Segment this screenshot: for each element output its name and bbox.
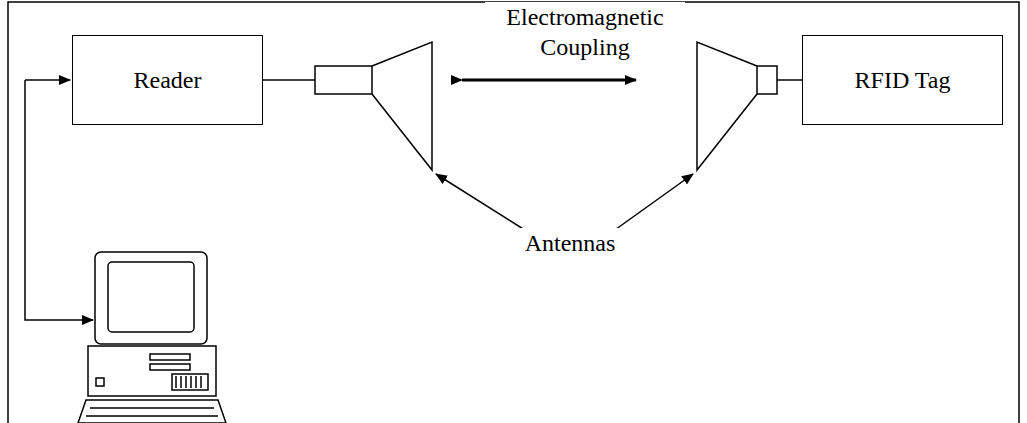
leader-line bbox=[436, 174, 528, 232]
tag-box: RFID Tag bbox=[802, 35, 1003, 125]
coupling-arrow bbox=[462, 79, 636, 82]
outer-frame bbox=[8, 2, 1019, 423]
box-label: Reader bbox=[134, 66, 202, 94]
reader-antenna bbox=[263, 42, 432, 170]
coupling-label: Electromagnetic Coupling bbox=[485, 2, 685, 62]
antenna-label: Antennas bbox=[480, 228, 660, 258]
box-label: RFID Tag bbox=[855, 66, 951, 94]
reader-box: Reader bbox=[72, 35, 263, 125]
tag-antenna bbox=[697, 42, 802, 170]
leader-line bbox=[612, 174, 693, 232]
computer-link bbox=[25, 79, 70, 81]
computer-icon bbox=[78, 252, 226, 423]
